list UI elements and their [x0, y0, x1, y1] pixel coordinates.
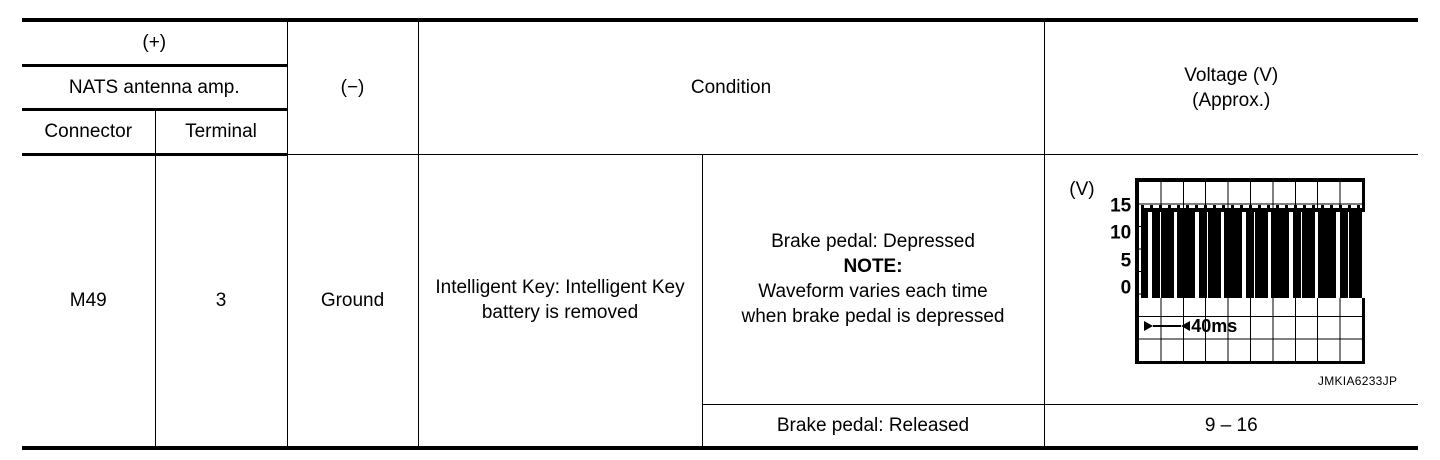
header-condition: Condition	[417, 19, 1045, 155]
voltage-spec-table: (+) (−) Condition Voltage (V) (Approx.) …	[22, 18, 1418, 450]
time-marker: 40ms	[1144, 314, 1304, 338]
waveform-top-ripple	[1141, 205, 1366, 209]
header-voltage-line2: (Approx.)	[1192, 89, 1271, 111]
time-marker-label: 40ms	[1191, 316, 1238, 336]
table-row: M49 3 Ground Intelligent Key: Intelligen…	[22, 153, 1418, 449]
marker-line	[1153, 325, 1182, 327]
note-line-1: Waveform varies each time	[758, 281, 988, 302]
scope-y-axis: 15 10 5 0	[1089, 195, 1132, 316]
cell-voltage-released: 9 – 16	[1043, 403, 1418, 449]
note-line-2: when brake pedal is depressed	[741, 306, 1005, 328]
cell-condition-depressed: Brake pedal: Depressed NOTE: Waveform va…	[701, 153, 1045, 405]
y-tick-10: 10	[1110, 222, 1132, 244]
header-connector: Connector	[22, 108, 156, 156]
header-row-3: Connector Terminal	[22, 108, 1418, 156]
y-tick-5: 5	[1120, 250, 1132, 272]
scope-grid: 40ms	[1135, 178, 1366, 364]
y-tick-15: 15	[1110, 195, 1132, 217]
header-source: NATS antenna amp.	[22, 63, 287, 111]
header-voltage-line1: Voltage (V)	[1184, 64, 1279, 86]
header-terminal: Terminal	[154, 108, 287, 156]
arrow-right-icon	[1144, 321, 1154, 331]
cell-voltage-waveform: (V) 15 10 5 0	[1043, 153, 1418, 405]
header-row-2: NATS antenna amp.	[22, 63, 1418, 111]
cell-terminal: 3	[154, 153, 288, 449]
condition-depressed-text: Brake pedal: Depressed	[771, 230, 975, 252]
note-label: NOTE:	[843, 255, 903, 277]
scope-unit-label: (V)	[1069, 179, 1095, 200]
figure-code: JMKIA6233JP	[1317, 374, 1398, 389]
cell-condition-main: Intelligent Key: Intelligent Key battery…	[417, 153, 703, 449]
header-positive: (+)	[22, 19, 288, 66]
cell-negative: Ground	[286, 153, 419, 449]
table-row: Brake pedal: Released 9 – 16	[22, 403, 1418, 449]
oscilloscope-figure: (V) 15 10 5 0	[1065, 174, 1397, 388]
y-tick-0: 0	[1120, 277, 1132, 299]
cell-condition-released: Brake pedal: Released	[702, 403, 1045, 449]
cell-connector: M49	[22, 153, 156, 449]
header-voltage: Voltage (V) (Approx.)	[1043, 19, 1418, 155]
header-row-1: (+) (−) Condition Voltage (V) (Approx.)	[22, 19, 1418, 155]
header-negative: (−)	[286, 19, 419, 155]
waveform-trace	[1141, 208, 1366, 298]
arrow-left-icon	[1181, 321, 1191, 331]
